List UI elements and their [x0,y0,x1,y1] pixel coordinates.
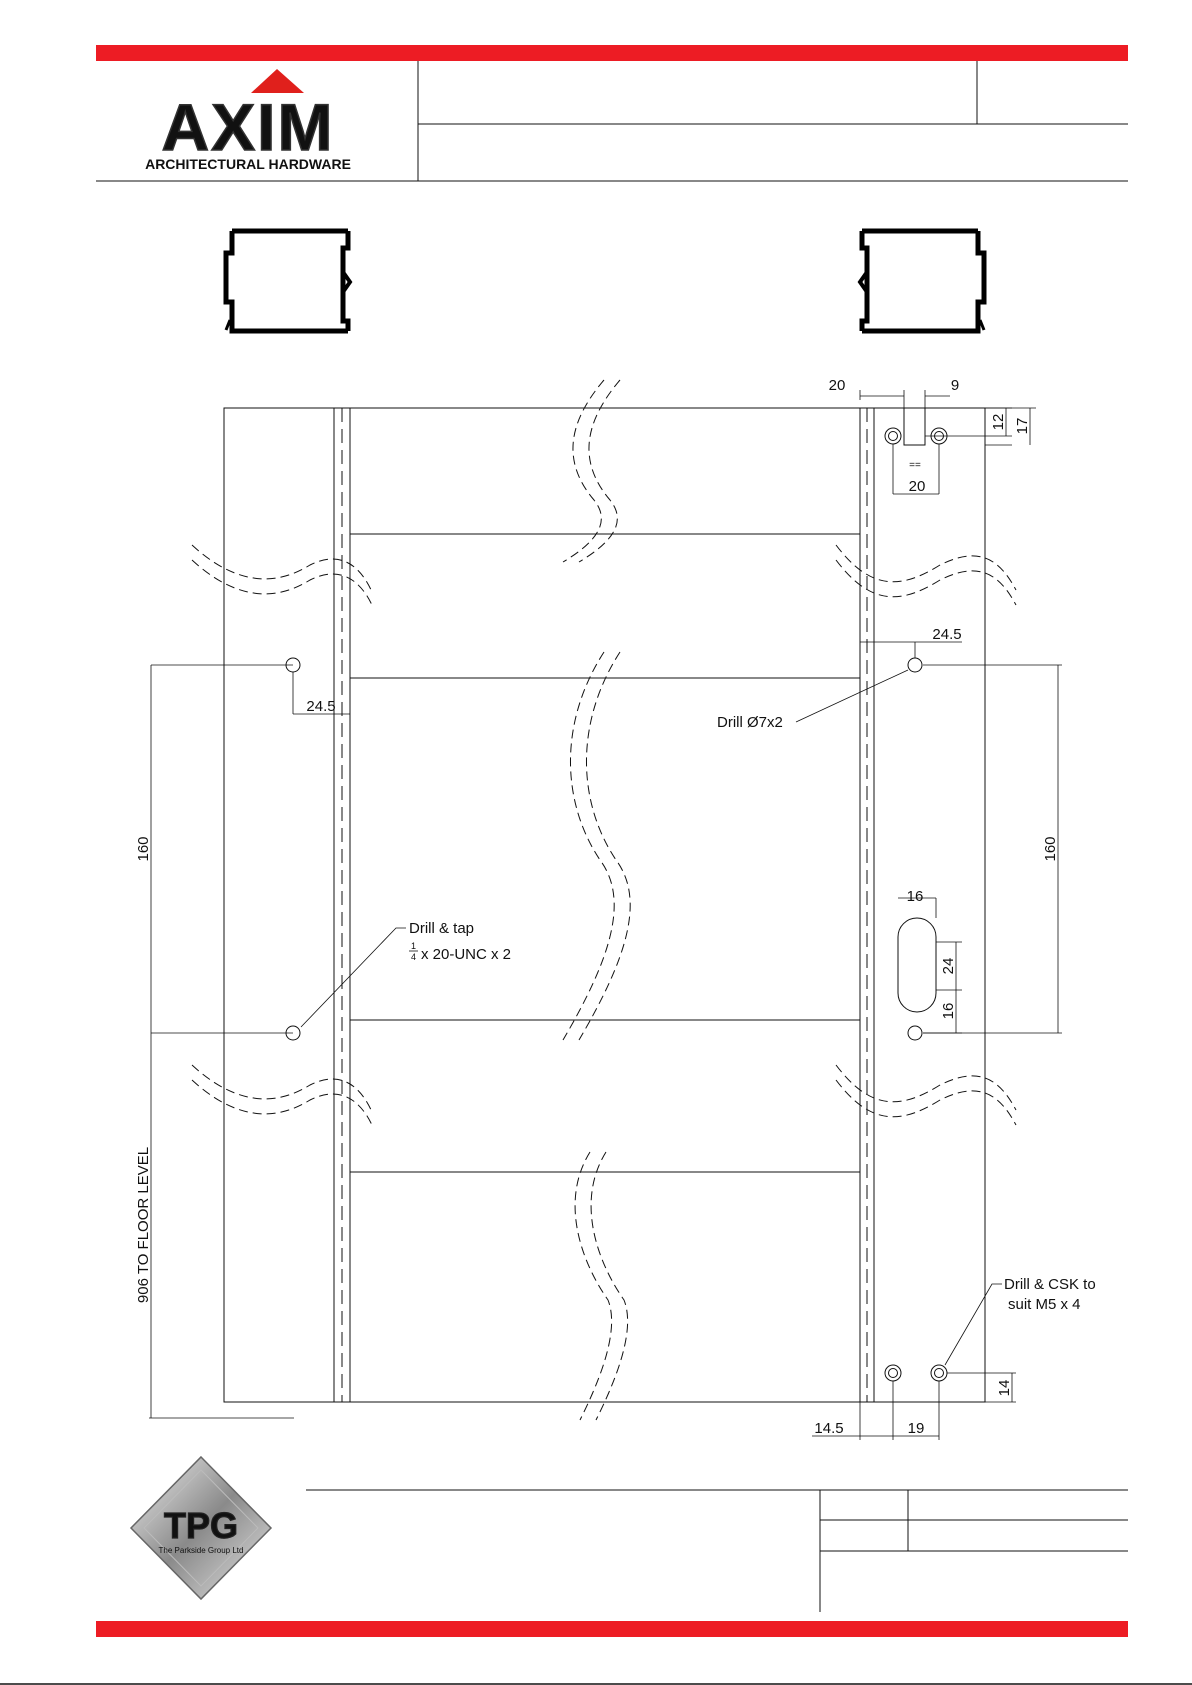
tpg-logo-sub: The Parkside Group Ltd [159,1546,244,1555]
dim-17: 17 [1014,418,1031,435]
hole-bottom-right [931,1365,947,1381]
dim-right-160: 160 [1042,836,1059,861]
dim-12: 12 [990,414,1007,431]
dim-left-160: 160 [135,836,152,861]
logo-text: AXIM [162,90,335,164]
dim-equal: == [909,460,921,471]
dim-slot-offset-16: 16 [940,1003,957,1020]
dim-right-24-5: 24.5 [932,626,961,643]
door-outline [224,408,985,1402]
dim-top-20: 20 [829,377,846,394]
logo-tagline: ARCHITECTURAL HARDWARE [145,156,351,172]
slot [898,918,936,1012]
hole-top-left [885,428,901,444]
note-drill-csk-line2: suit M5 x 4 [1008,1296,1081,1313]
tpg-logo-text: TPG [164,1505,238,1546]
title-block-footer [306,1490,1128,1612]
dim-slot-20: 20 [909,478,926,495]
tpg-logo: TPG The Parkside Group Ltd [131,1457,271,1599]
note-drill-tap-frac-den: 4 [411,952,416,962]
note-drill-tap-line2: x 20-UNC x 2 [421,946,511,963]
note-drill-csk-line1: Drill & CSK to [1004,1276,1096,1293]
left-profile-section [226,231,350,331]
dim-bottom-14: 14 [996,1380,1013,1397]
holes [286,428,947,1381]
dim-top-9: 9 [951,377,959,394]
dim-left-24-5: 24.5 [306,698,335,715]
note-drill-tap-frac-num: 1 [411,941,416,951]
dim-bottom-14-5: 14.5 [814,1420,843,1437]
dim-bottom-19: 19 [908,1420,925,1437]
hole-right-upper [908,658,922,672]
break-lines [192,380,1016,1420]
hole-right-lower [908,1026,922,1040]
axim-logo: AXIM ARCHITECTURAL HARDWARE [145,69,351,172]
dim-slot-24: 24 [940,958,957,975]
hole-bottom-left [885,1365,901,1381]
note-drill-tap-line1: Drill & tap [409,920,474,937]
footer-red-band [96,1621,1128,1637]
note-drill-7: Drill Ø7x2 [717,714,783,731]
dimension-lines [149,390,1062,1440]
dim-slot-16: 16 [907,888,924,905]
dim-floor-level: 906 TO FLOOR LEVEL [135,1147,152,1303]
header-red-band [96,45,1128,61]
right-profile-section [860,231,984,331]
door-elevation [224,408,985,1402]
